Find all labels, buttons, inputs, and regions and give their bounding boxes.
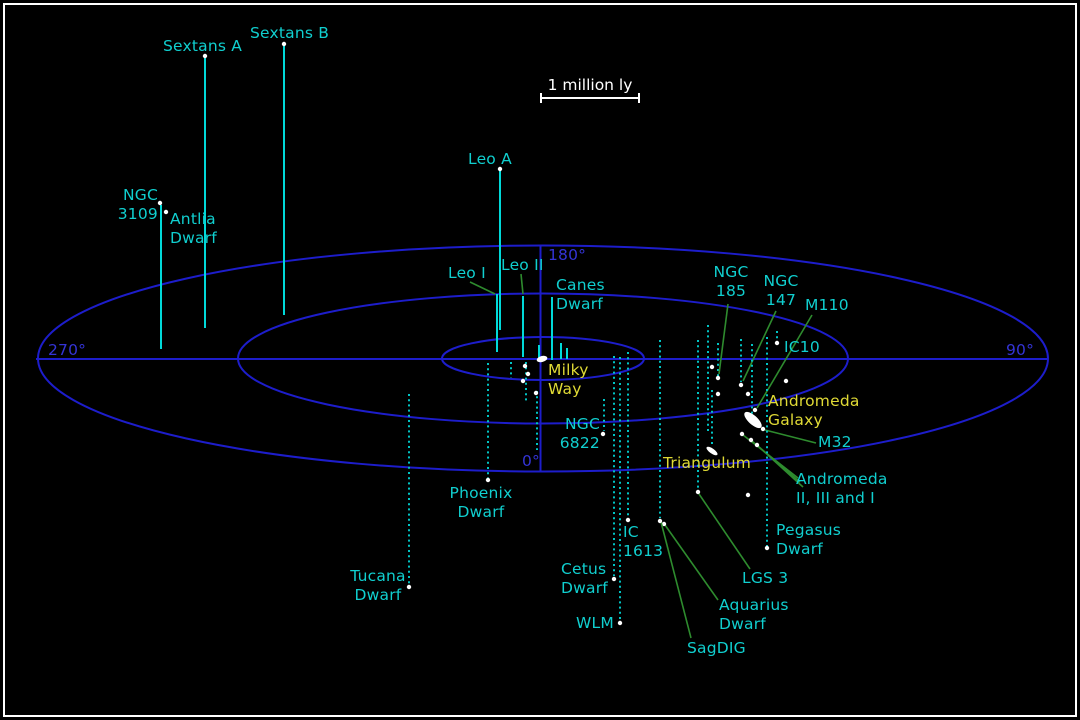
dot-ic10: [774, 340, 780, 346]
unlabeled-galaxy-dot-1: [525, 371, 531, 377]
leader-m32: [764, 429, 817, 444]
dot-andromeda-ii-iii-i-1: [748, 437, 754, 443]
label-ic10: IC10: [784, 338, 820, 356]
unlabeled-galaxy-dot-3: [533, 390, 539, 396]
dot-andromeda-ii-iii-i-0: [739, 431, 745, 437]
dot-ngc-147: [738, 382, 744, 388]
dot-m110: [752, 407, 758, 413]
dot-tucana-dwarf: [406, 584, 412, 590]
label-triangulum: Triangulum: [663, 454, 752, 472]
dot-ngc-6822: [600, 431, 606, 437]
milky-way-ellipse: [536, 355, 548, 363]
leader-leo-ii: [520, 273, 524, 295]
scale-bar-label: 1 million ly: [547, 76, 633, 94]
label-leo-i: Leo I: [448, 264, 486, 282]
dot-antlia-dwarf: [163, 209, 169, 215]
leader-leo-i: [469, 281, 496, 295]
unlabeled-galaxy-dot-0: [522, 363, 528, 369]
unlabeled-galaxy-dot-6: [745, 391, 751, 397]
dot-phoenix-dwarf: [485, 477, 491, 483]
unlabeled-galaxy-dot-4: [709, 364, 715, 370]
label-angle-270: 270°: [48, 341, 87, 359]
dot-sextans-a: [202, 53, 208, 59]
label-sextans-a: Sextans A: [163, 37, 243, 55]
dot-ngc-185: [715, 375, 721, 381]
dot-m32: [760, 426, 766, 432]
leader-aquarius-dwarf: [664, 524, 719, 601]
triangulum-ellipse: [706, 446, 718, 456]
leader-m110: [756, 314, 813, 409]
dot-aquarius-dwarf: [661, 521, 667, 527]
label-wlm: WLM: [576, 614, 614, 632]
dot-ngc-3109: [157, 200, 163, 206]
dot-wlm: [617, 620, 623, 626]
unlabeled-galaxy-dot-5: [715, 391, 721, 397]
andromeda-ellipse: [744, 411, 762, 429]
label-lgs-3: LGS 3: [742, 569, 789, 587]
label-m32: M32: [818, 433, 852, 451]
dot-pegasus-dwarf: [764, 545, 770, 551]
leader-ngc-185: [718, 303, 729, 375]
label-sextans-b: Sextans B: [250, 24, 330, 42]
label-angle-180: 180°: [548, 246, 587, 264]
dot-sextans-b: [281, 41, 287, 47]
dot-cetus-dwarf: [611, 576, 617, 582]
label-leo-ii: Leo II: [501, 256, 544, 274]
dot-andromeda-ii-iii-i-2: [754, 442, 760, 448]
label-m110: M110: [805, 296, 849, 314]
leader-andromeda-ii-iii-i-2: [757, 445, 804, 488]
dot-leo-a: [497, 166, 503, 172]
leader-lgs-3: [698, 493, 751, 570]
dot-ic-1613: [625, 517, 631, 523]
label-sagdig: SagDIG: [687, 639, 746, 657]
label-angle-90: 90°: [1006, 341, 1035, 359]
unlabeled-galaxy-dot-2: [520, 378, 526, 384]
dot-lgs-3: [695, 489, 701, 495]
unlabeled-galaxy-dot-7: [783, 378, 789, 384]
leader-sagdig: [660, 521, 692, 639]
label-angle-0: 0°: [521, 452, 540, 470]
unlabeled-galaxy-dot-8: [745, 492, 751, 498]
dot-sagdig: [657, 518, 663, 524]
leader-ngc-147: [742, 310, 777, 382]
label-leo-a: Leo A: [468, 150, 512, 168]
